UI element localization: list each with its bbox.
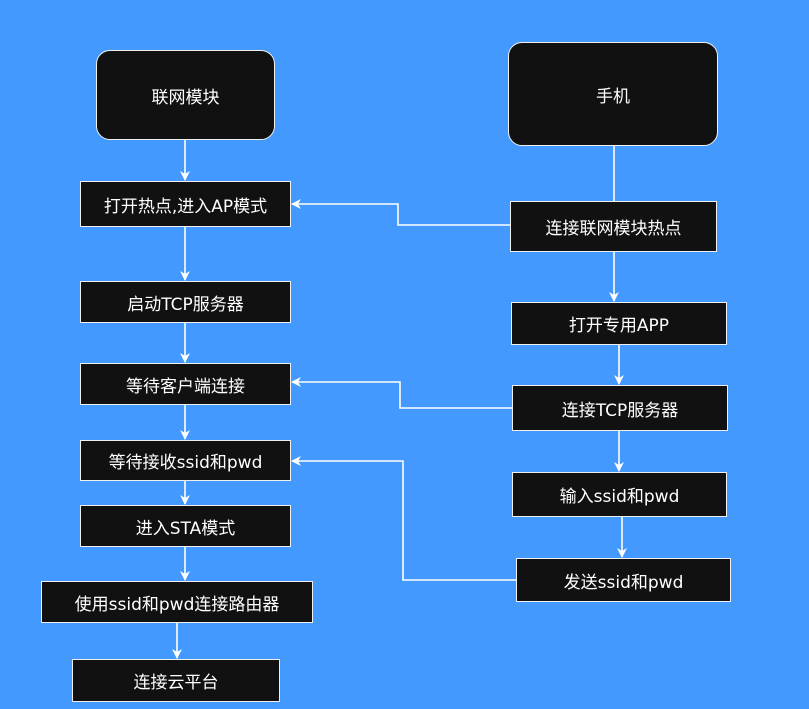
node-right-step-4: 输入ssid和pwd: [512, 472, 727, 517]
node-left-step-2: 启动TCP服务器: [80, 281, 291, 323]
node-right-step-1: 连接联网模块热点: [510, 201, 717, 252]
node-right-step-5: 发送ssid和pwd: [516, 558, 731, 602]
node-right-step-3: 连接TCP服务器: [512, 385, 728, 431]
edge-cross-send-to-wait-recv: [291, 456, 516, 581]
node-right-start: 手机: [508, 42, 718, 146]
node-left-step-5: 进入STA模式: [80, 505, 291, 547]
node-left-step-1: 打开热点,进入AP模式: [80, 181, 291, 227]
node-left-step-4: 等待接收ssid和pwd: [80, 440, 291, 481]
node-left-step-3: 等待客户端连接: [80, 363, 291, 405]
node-left-start: 联网模块: [96, 50, 275, 140]
node-left-step-7: 连接云平台: [72, 659, 280, 702]
node-left-step-6: 使用ssid和pwd连接路由器: [41, 581, 313, 623]
edge-cross-hotspot-to-ap: [291, 199, 510, 226]
node-right-step-2: 打开专用APP: [511, 302, 727, 345]
edge-cross-tcp-to-wait-client: [291, 377, 512, 409]
